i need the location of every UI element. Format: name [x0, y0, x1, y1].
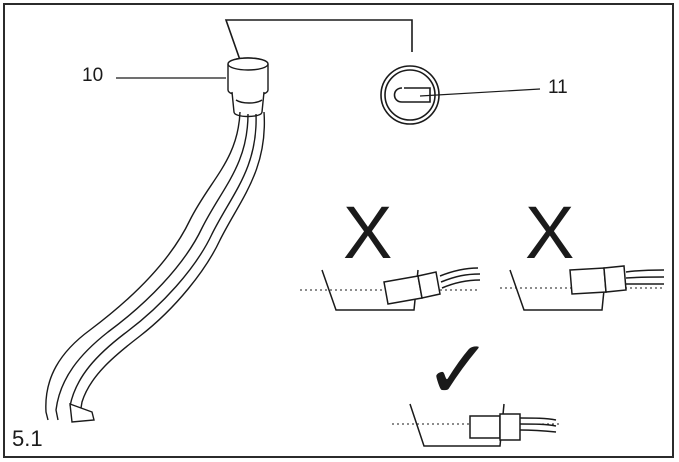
figure-frame — [3, 3, 674, 458]
callout-leader-11 — [419, 88, 541, 97]
incorrect-position-1 — [300, 267, 481, 311]
o-ring-part-11 — [380, 65, 440, 125]
incorrect-position-2 — [500, 265, 665, 311]
incorrect-mark-2: X — [525, 191, 575, 274]
check-mark: ✓ — [424, 323, 493, 418]
correct-position — [392, 403, 560, 447]
callout-label-11: 11 — [548, 77, 568, 98]
incorrect-mark-1: X — [343, 191, 393, 274]
bracket-line — [224, 19, 413, 61]
sensor-probe-part-10 — [45, 57, 269, 423]
figure-number: 5.1 — [12, 426, 43, 451]
callout-label-10: 10 — [82, 65, 104, 86]
